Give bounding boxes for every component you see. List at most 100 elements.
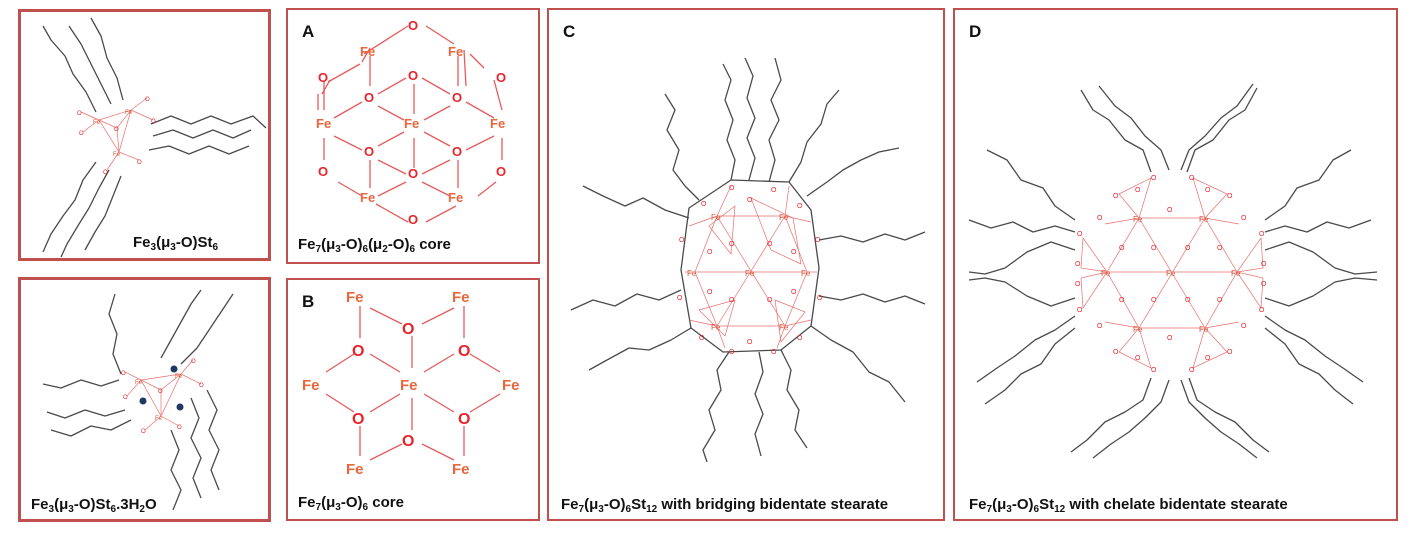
svg-text:O: O: [1151, 245, 1157, 252]
caption-d: Fe7(μ3-O)6St12 with chelate bidentate st…: [969, 496, 1288, 515]
svg-text:Fe: Fe: [113, 152, 121, 158]
svg-text:Fe: Fe: [1166, 269, 1176, 278]
svg-text:Fe: Fe: [175, 374, 183, 380]
svg-text:O: O: [103, 170, 108, 176]
svg-text:Fe: Fe: [346, 289, 364, 306]
svg-text:O: O: [1135, 355, 1141, 362]
svg-text:O: O: [1135, 187, 1141, 194]
svg-text:O: O: [1151, 367, 1157, 374]
svg-text:O: O: [771, 187, 777, 194]
stearate-chains: [42, 289, 234, 511]
svg-text:Fe: Fe: [93, 120, 101, 126]
svg-text:O: O: [191, 359, 196, 365]
stearate-chains: [42, 17, 267, 258]
svg-text:O: O: [318, 70, 328, 85]
svg-text:O: O: [151, 119, 156, 125]
svg-text:O: O: [1097, 215, 1103, 222]
svg-text:O: O: [145, 97, 150, 103]
svg-text:O: O: [1259, 307, 1265, 314]
svg-text:O: O: [747, 197, 753, 204]
svg-text:O: O: [1189, 175, 1195, 182]
svg-text:Fe: Fe: [1199, 325, 1209, 334]
svg-text:O: O: [121, 371, 126, 377]
svg-text:Fe: Fe: [687, 269, 697, 278]
svg-text:O: O: [1261, 261, 1267, 268]
svg-text:O: O: [797, 203, 803, 210]
fe3-core-bonds: [124, 359, 202, 431]
svg-text:Fe: Fe: [448, 44, 463, 59]
svg-text:O: O: [747, 339, 753, 346]
svg-text:O: O: [1097, 323, 1103, 330]
svg-text:O: O: [815, 237, 821, 244]
panel-fe3-st6-3h2o: Fe Fe Fe O O O O O O O Fe3(μ3-O)St6.3H2O: [18, 277, 271, 522]
svg-text:O: O: [352, 411, 364, 428]
core-atoms: O Fe Fe O O O O O Fe Fe Fe O O O O O Fe …: [316, 18, 506, 227]
svg-text:O: O: [1205, 187, 1211, 194]
svg-text:Fe: Fe: [711, 323, 721, 332]
svg-text:Fe: Fe: [502, 377, 520, 394]
svg-text:Fe: Fe: [125, 110, 133, 116]
svg-text:O: O: [817, 295, 823, 302]
svg-text:O: O: [1217, 297, 1223, 304]
svg-text:O: O: [1205, 355, 1211, 362]
svg-text:O: O: [458, 343, 470, 360]
panel-c: C: [547, 8, 945, 521]
svg-text:O: O: [318, 164, 328, 179]
svg-text:O: O: [408, 212, 418, 227]
caption-fe3-st6: Fe3(μ3-O)St6: [133, 234, 219, 253]
svg-text:Fe: Fe: [302, 377, 320, 394]
caption-b: Fe7(μ3-O)6 core: [298, 494, 404, 513]
svg-text:O: O: [123, 395, 128, 401]
svg-text:Fe: Fe: [400, 377, 418, 394]
svg-text:O: O: [679, 237, 685, 244]
svg-text:O: O: [402, 433, 414, 450]
svg-text:O: O: [701, 201, 707, 208]
svg-text:O: O: [352, 343, 364, 360]
stearate-chains: [968, 83, 1378, 459]
core-bonds: [325, 306, 501, 461]
svg-text:Fe: Fe: [448, 190, 463, 205]
fe3-st6-3h2o-structure: Fe Fe Fe O O O O O O O: [42, 289, 234, 511]
bridging-stearate-structure: Fe Fe Fe Fe Fe Fe Fe O O O O O O O O O O…: [570, 57, 926, 463]
svg-text:O: O: [767, 297, 773, 304]
svg-text:O: O: [729, 185, 735, 192]
fe7-core-structure: Fe Fe O O O Fe Fe Fe O O O Fe Fe: [302, 289, 520, 478]
svg-text:O: O: [364, 90, 374, 105]
fe7-mu2-core-structure: O Fe Fe O O O O O Fe Fe Fe O O O O O Fe …: [316, 18, 506, 227]
svg-text:O: O: [1227, 193, 1233, 200]
svg-text:Fe: Fe: [490, 116, 505, 131]
svg-text:O: O: [1189, 367, 1195, 374]
svg-text:Fe: Fe: [452, 461, 470, 478]
fe7-core-bonds: [1080, 177, 1264, 369]
stearate-chains: [570, 57, 926, 463]
panel-letter-d: D: [969, 22, 982, 41]
svg-text:O: O: [707, 249, 713, 256]
svg-text:Fe: Fe: [745, 269, 755, 278]
svg-text:O: O: [452, 90, 462, 105]
svg-text:O: O: [77, 111, 82, 117]
svg-text:O: O: [496, 164, 506, 179]
svg-text:O: O: [402, 321, 414, 338]
fe3-core-bonds: [80, 97, 154, 171]
svg-text:O: O: [1241, 215, 1247, 222]
svg-text:O: O: [496, 70, 506, 85]
svg-text:O: O: [1075, 261, 1081, 268]
svg-text:O: O: [141, 429, 146, 435]
svg-text:Fe: Fe: [1101, 269, 1111, 278]
panel-letter-c: C: [563, 22, 576, 41]
svg-text:O: O: [1259, 231, 1265, 238]
fe7-core-bonds: [685, 185, 817, 349]
svg-text:O: O: [767, 241, 773, 248]
svg-text:Fe: Fe: [155, 416, 163, 422]
svg-text:O: O: [707, 289, 713, 296]
svg-text:Fe: Fe: [360, 190, 375, 205]
svg-text:O: O: [699, 335, 705, 342]
core-atoms: Fe Fe O O O Fe Fe Fe O O O Fe Fe: [302, 289, 520, 478]
svg-text:O: O: [408, 166, 418, 181]
svg-text:Fe: Fe: [404, 116, 419, 131]
svg-text:Fe: Fe: [801, 269, 811, 278]
svg-text:O: O: [1185, 297, 1191, 304]
svg-text:O: O: [452, 144, 462, 159]
svg-text:O: O: [137, 160, 142, 166]
svg-text:O: O: [1119, 297, 1125, 304]
